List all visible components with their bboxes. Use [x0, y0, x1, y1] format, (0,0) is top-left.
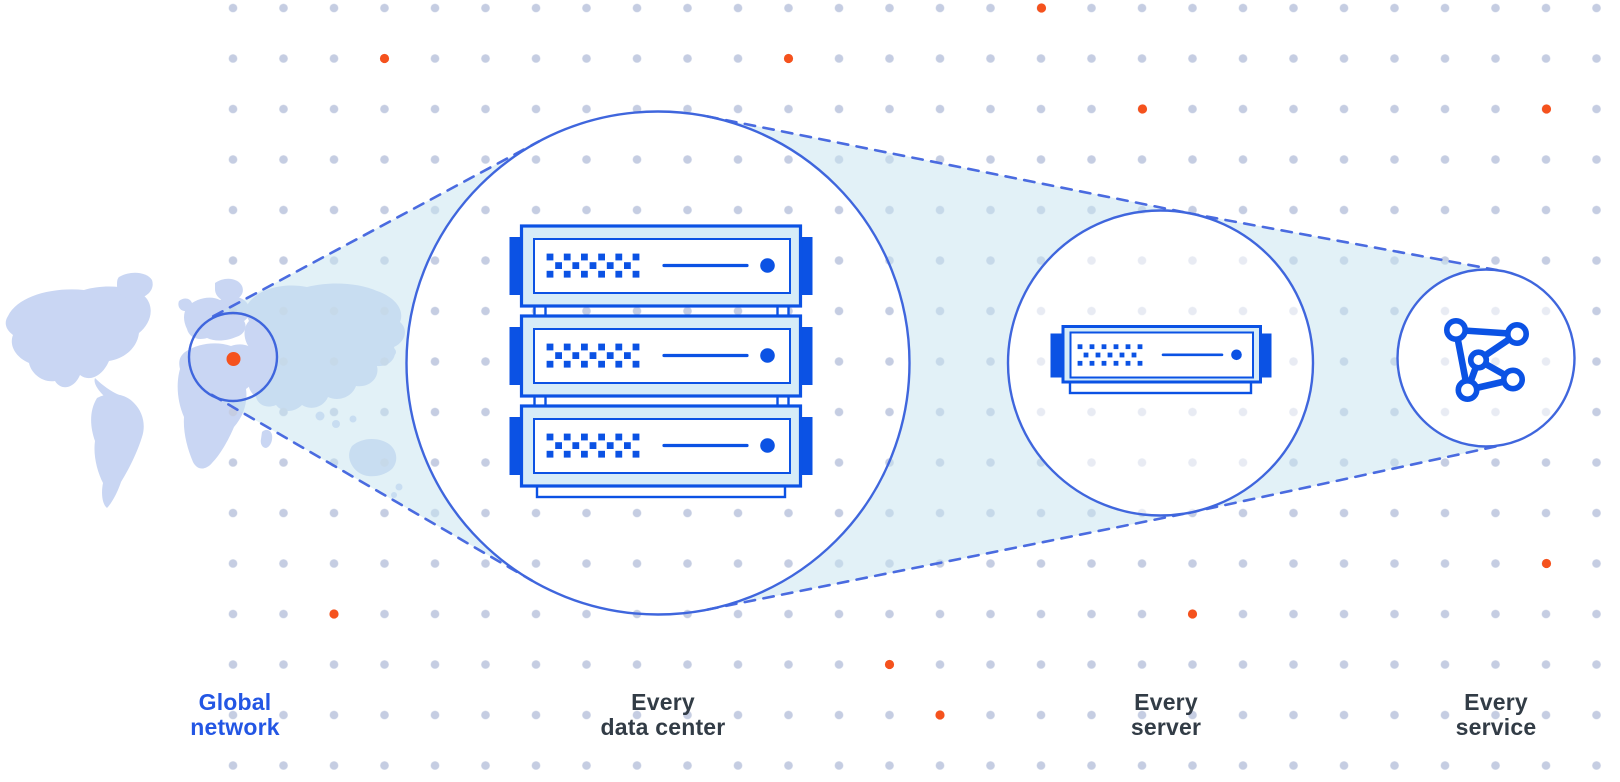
rack-server-unit: [509, 224, 813, 308]
vent-square: [624, 442, 631, 449]
label-line: service: [1455, 714, 1537, 740]
zoom-guide-line: [211, 140, 541, 318]
vent-square: [598, 433, 605, 441]
vent-square: [632, 253, 640, 261]
vent-square: [1101, 344, 1107, 350]
vent-square: [581, 433, 588, 441]
vent-square: [581, 343, 588, 351]
vent-square: [563, 433, 571, 441]
server-rack-icon: [509, 224, 813, 499]
label-line: Global: [198, 689, 272, 715]
vent-square: [1107, 352, 1113, 358]
vent-square: [632, 433, 640, 441]
vent-square: [615, 343, 623, 351]
vent-square: [598, 253, 605, 261]
label-line: network: [190, 714, 280, 740]
vent-square: [1095, 352, 1101, 358]
vent-square: [555, 262, 562, 269]
vent-square: [589, 442, 597, 449]
vent-square: [1137, 360, 1143, 366]
vent-square: [632, 270, 640, 278]
server-icon: [1050, 325, 1272, 395]
vent-square: [615, 433, 623, 441]
zoom-guide-line: [706, 511, 1192, 611]
vent-square: [624, 352, 631, 359]
zoom-guide-line: [706, 115, 1192, 215]
vent-square: [1089, 344, 1095, 350]
datacenter-circle: [405, 110, 911, 616]
vent-square: [1113, 360, 1119, 366]
vent-square: [632, 343, 640, 351]
label-line: Every: [1134, 689, 1198, 715]
zoom-guide-line: [1186, 443, 1504, 515]
vent-square: [1077, 360, 1083, 366]
vent-square: [606, 442, 614, 449]
label-line: Every: [631, 689, 695, 715]
accent-dots: [329, 3, 1552, 720]
vent-square: [1125, 344, 1131, 350]
vent-square: [1083, 352, 1089, 358]
vent-square: [1089, 360, 1095, 366]
vent-square: [1077, 344, 1083, 350]
label-every-data-center: Every data center: [601, 690, 726, 740]
vent-square: [581, 270, 588, 278]
vent-square: [1125, 360, 1131, 366]
vent-square: [606, 262, 614, 269]
vent-square: [563, 270, 571, 278]
vent-square: [615, 360, 623, 368]
label-line: server: [1130, 714, 1202, 740]
vent-square: [563, 450, 571, 458]
label-every-server: Every server: [1131, 690, 1201, 740]
vent-square: [632, 360, 640, 368]
vent-square: [563, 343, 571, 351]
vent-square: [615, 270, 623, 278]
label-line: Every: [1464, 689, 1528, 715]
vent-square: [632, 450, 640, 458]
rack-server-unit: [509, 314, 813, 398]
vent-square: [546, 253, 554, 261]
vent-square: [589, 352, 597, 359]
vent-square: [546, 270, 554, 278]
vent-square: [598, 270, 605, 278]
vent-square: [572, 442, 580, 449]
label-every-service: Every service: [1456, 690, 1537, 740]
vent-square: [615, 253, 623, 261]
vent-square: [563, 360, 571, 368]
vent-square: [598, 450, 605, 458]
vent-square: [555, 442, 562, 449]
vent-square: [546, 450, 554, 458]
vent-square: [598, 360, 605, 368]
zoom-cone-server-to-service: [1188, 213, 1503, 513]
vent-square: [589, 262, 597, 269]
vent-square: [1137, 344, 1143, 350]
vent-square: [563, 253, 571, 261]
vent-square: [555, 352, 562, 359]
location-dot-icon: [226, 352, 241, 366]
vent-square: [1101, 360, 1107, 366]
vent-square: [581, 360, 588, 368]
vent-square: [546, 360, 554, 368]
vent-square: [1113, 344, 1119, 350]
vent-square: [546, 343, 554, 351]
vent-square: [581, 450, 588, 458]
vent-square: [546, 433, 554, 441]
label-line: data center: [600, 714, 726, 740]
vent-square: [606, 352, 614, 359]
zoom-cone-map-to-datacenter: [211, 141, 539, 581]
zoom-guide-line: [1186, 211, 1504, 273]
zoom-guide-line: [210, 393, 534, 582]
vent-square: [572, 262, 580, 269]
vent-square: [624, 262, 631, 269]
vent-square: [615, 450, 623, 458]
globe-circle: [187, 311, 279, 403]
vent-square: [572, 352, 580, 359]
vent-square: [598, 343, 605, 351]
network-mesh-icon: [1444, 317, 1530, 402]
vent-square: [1131, 352, 1137, 358]
rack-server-unit: [509, 404, 813, 488]
label-global-network: Global network: [190, 690, 280, 740]
vent-square: [1119, 352, 1125, 358]
vent-square: [581, 253, 588, 261]
